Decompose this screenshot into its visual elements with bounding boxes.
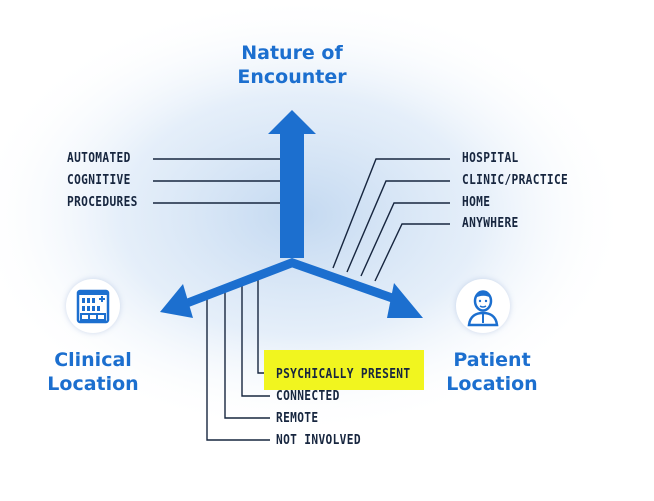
- nature-title-line2: Encounter: [237, 66, 347, 88]
- patient-location-title: Patient Location: [430, 348, 554, 396]
- three-way-arrow: [160, 110, 423, 318]
- clinical-leader-lines: [206, 278, 270, 441]
- clinical-item-not-involved: NOT INVOLVED: [276, 433, 361, 448]
- patient-title-line2: Location: [446, 373, 538, 395]
- highlight-marker: [264, 350, 424, 390]
- clinical-title-line2: Location: [47, 373, 139, 395]
- nature-item-procedures: PROCEDURES: [67, 195, 138, 210]
- arrow-right: [288, 258, 400, 304]
- clinical-item-psychically-present: PSYCHICALLY PRESENT: [276, 367, 411, 382]
- nature-item-automated: AUTOMATED: [67, 151, 131, 166]
- patient-leader-lines: [332, 158, 450, 282]
- clinical-location-title: Clinical Location: [34, 348, 152, 396]
- arrow-left: [178, 258, 296, 310]
- nature-title-line1: Nature of: [241, 42, 343, 64]
- patient-person-icon: [456, 279, 510, 333]
- clinical-item-connected: CONNECTED: [276, 389, 340, 404]
- patient-item-anywhere: ANYWHERE: [462, 216, 519, 231]
- arrow-up: [268, 110, 316, 258]
- patient-item-home: HOME: [462, 195, 491, 210]
- clinical-title-line1: Clinical: [54, 349, 132, 371]
- nature-item-cognitive: COGNITIVE: [67, 173, 131, 188]
- clinical-item-remote: REMOTE: [276, 411, 319, 426]
- patient-item-clinic-practice: CLINIC/PRACTICE: [462, 173, 569, 188]
- hospital-building-icon: [66, 279, 120, 333]
- nature-leader-lines: [153, 158, 291, 204]
- patient-title-line1: Patient: [453, 349, 531, 371]
- patient-item-hospital: HOSPITAL: [462, 151, 519, 166]
- nature-of-encounter-title: Nature of Encounter: [222, 41, 362, 89]
